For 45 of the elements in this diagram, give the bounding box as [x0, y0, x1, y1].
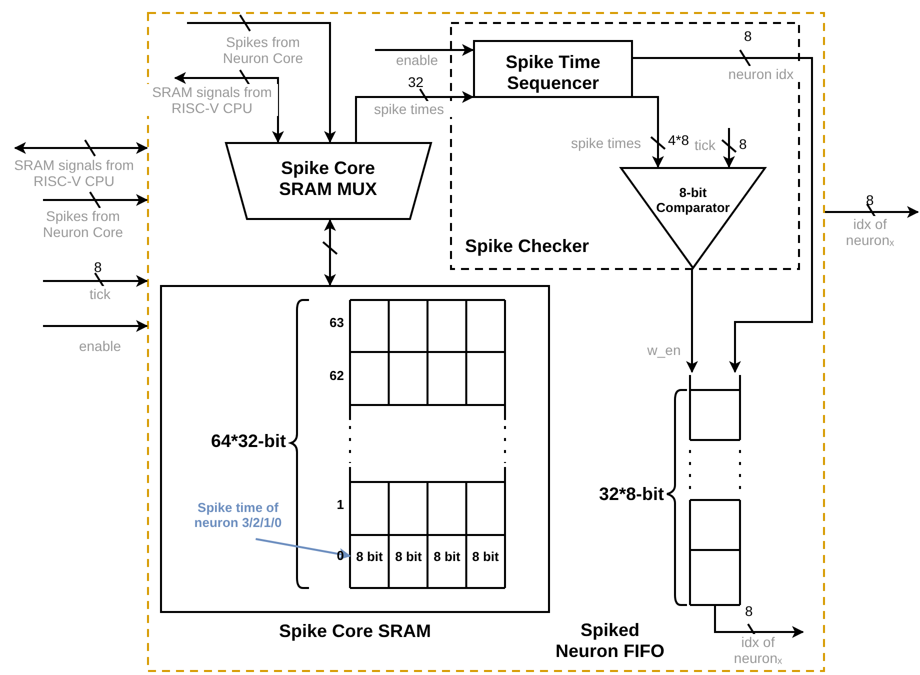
arrow	[686, 269, 698, 373]
cell-text: 8 bit	[355, 550, 384, 565]
block-title: Spiked Neuron FIFO	[554, 620, 666, 662]
arrow	[375, 44, 474, 56]
bus-width-label: 4*8	[668, 132, 690, 148]
size-label: 32*8-bit	[598, 484, 664, 505]
cell-text: 8 bit	[432, 550, 462, 565]
dashed-group-box	[450, 22, 800, 270]
block-label: Spike Time Sequencer	[504, 52, 602, 94]
arrow	[714, 605, 804, 638]
arrow	[324, 219, 336, 286]
bus-width-label: 8	[866, 192, 874, 208]
bus-width-label: 32	[408, 74, 424, 90]
arrow	[43, 320, 148, 332]
block-title: Spike Core SRAM	[278, 621, 432, 642]
cell-text: 8 bit	[471, 550, 500, 565]
row-number: 63	[328, 316, 344, 331]
arrow	[174, 72, 284, 143]
annotation-text: Spike time of neuron 3/2/1/0	[178, 497, 298, 539]
cell-text: 8 bit	[394, 550, 423, 565]
arrow	[14, 142, 148, 154]
comparator-triangle	[620, 167, 766, 269]
edge-label: SRAM signals from RISC-V CPU	[146, 84, 278, 116]
row-number: 1	[336, 498, 344, 513]
bus-width-label: 8	[744, 28, 752, 44]
block-label: Spike Core SRAM MUX	[278, 158, 378, 200]
arrow	[187, 22, 336, 143]
arrow	[825, 206, 919, 218]
process-box	[473, 40, 633, 98]
bus-width-label: 8	[739, 136, 747, 152]
arrow	[43, 275, 148, 287]
row-number: 62	[328, 369, 344, 384]
bus-width-label: 8	[94, 259, 102, 276]
arrow	[633, 96, 664, 168]
group-title: Spike Checker	[465, 236, 590, 257]
mux-block	[225, 142, 432, 220]
arrow	[723, 128, 735, 168]
bus-width-label: 8	[745, 603, 753, 620]
block-label: 8-bit Comparator	[655, 186, 731, 216]
size-label: 64*32-bit	[210, 431, 286, 452]
arrow	[355, 91, 474, 142]
arrow	[43, 194, 148, 206]
leader-arrow	[256, 538, 351, 560]
dashed-boundary-box	[147, 12, 825, 672]
arrow	[633, 57, 813, 373]
